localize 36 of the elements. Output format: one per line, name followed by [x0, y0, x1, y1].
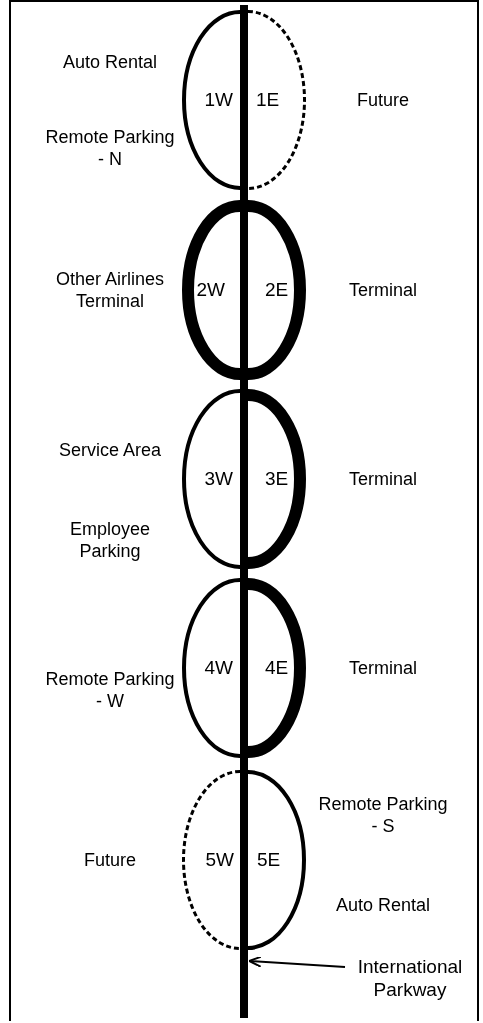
place-label: Remote Parking - W: [45, 668, 175, 712]
ramp-number: 3W: [204, 468, 233, 490]
interchange-ramp: [182, 770, 240, 950]
parkway-road: [240, 5, 248, 1018]
interchange-ramp: [182, 389, 240, 569]
ramp-number: 2W: [196, 279, 225, 301]
ramp-number: 5W: [205, 849, 234, 871]
ramp-number: 1W: [204, 89, 233, 111]
interchange-ramp: [248, 389, 306, 569]
place-label: Terminal: [348, 279, 418, 301]
ramp-number: 5E: [257, 849, 281, 871]
place-label: Employee Parking: [68, 518, 151, 562]
leader-arrow: [248, 955, 346, 968]
place-label: Service Area: [57, 439, 163, 461]
interchange-ramp: [248, 200, 306, 380]
place-label: Terminal: [348, 657, 418, 679]
interchange-ramp: [248, 10, 306, 190]
place-label: Remote Parking - S: [318, 793, 448, 837]
place-label: Future: [83, 849, 137, 871]
interchange-ramp: [248, 578, 306, 758]
place-label: Other Airlines Terminal: [54, 268, 165, 312]
ramp-number: 4E: [265, 657, 289, 679]
ramp-number: 4W: [204, 657, 233, 679]
interchange-ramp: [248, 770, 306, 950]
place-label: Remote Parking - N: [45, 126, 175, 170]
interchange-ramp: [182, 578, 240, 758]
place-label: Future: [356, 89, 410, 111]
ramp-number: 3E: [265, 468, 289, 490]
ramp-number: 2E: [265, 279, 289, 301]
road-name: International Parkway: [356, 955, 464, 1001]
place-label: Terminal: [348, 468, 418, 490]
ramp-number: 1E: [256, 89, 280, 111]
place-label: Auto Rental: [61, 51, 159, 73]
interchange-ramp: [182, 200, 240, 380]
place-label: Auto Rental: [334, 894, 432, 916]
interchange-ramp: [182, 10, 240, 190]
